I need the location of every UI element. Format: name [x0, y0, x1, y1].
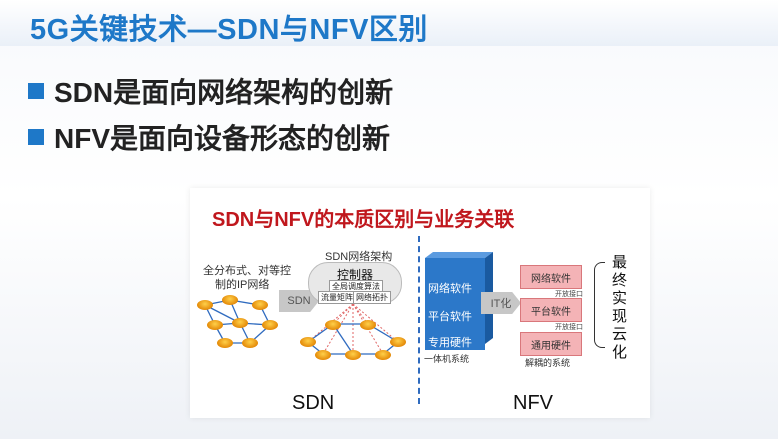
nfv-caption: NFV	[513, 392, 553, 414]
switch-node	[325, 320, 341, 330]
it-transform-arrow: IT化	[481, 292, 521, 314]
decoupled-caption: 解耦的系统	[525, 358, 571, 368]
router-node	[217, 338, 233, 348]
traffic-matrix-chip: 流量矩阵	[318, 291, 356, 304]
sdn-architecture-label: SDN网络架构	[325, 251, 393, 263]
section-divider	[418, 236, 420, 404]
router-node	[242, 338, 258, 348]
title-bar: 5G关键技术—SDN与NFV区别	[0, 0, 778, 46]
switch-node	[360, 320, 376, 330]
router-node	[207, 320, 223, 330]
router-node	[222, 295, 238, 305]
decoupled-platform-software: 平台软件	[520, 298, 582, 322]
open-interface-2: 开放接口	[555, 324, 583, 331]
switch-node	[390, 337, 406, 347]
router-node	[232, 318, 248, 328]
switch-node	[345, 350, 361, 360]
sdn-caption: SDN	[292, 392, 335, 414]
distributed-label-2: 制的IP网络	[215, 279, 270, 291]
appliance-top	[425, 252, 493, 258]
cloudification-text: 最终实现云化	[612, 254, 628, 361]
router-node	[197, 300, 213, 310]
appliance-network-software: 网络软件	[428, 283, 472, 295]
decoupled-generic-hardware: 通用硬件	[520, 332, 582, 356]
bullet-square-icon	[28, 129, 44, 145]
appliance-caption: 一体机系统	[424, 354, 470, 364]
distributed-label-1: 全分布式、对等控	[203, 265, 291, 277]
bullet-text-1: SDN是面向网络架构的创新	[54, 77, 394, 108]
slide-title: 5G关键技术—SDN与NFV区别	[30, 14, 428, 46]
cloud-brace	[594, 262, 605, 348]
open-interface-1: 开放接口	[555, 291, 583, 298]
appliance-dedicated-hardware: 专用硬件	[428, 337, 472, 349]
router-node	[262, 320, 278, 330]
decoupled-network-software: 网络软件	[520, 265, 582, 289]
bullet-1: SDN是面向网络架构的创新	[28, 71, 393, 111]
switch-node	[315, 350, 331, 360]
bullet-text-2: NFV是面向设备形态的创新	[54, 123, 391, 154]
appliance-platform-software: 平台软件	[428, 311, 472, 323]
integrated-appliance	[425, 258, 485, 350]
router-node	[252, 300, 268, 310]
sdn-transform-arrow: SDN	[279, 290, 319, 312]
switch-node	[300, 337, 316, 347]
bullet-square-icon	[28, 83, 44, 99]
topology-chip: 网络拓扑	[353, 291, 391, 304]
bullet-2: NFV是面向设备形态的创新	[28, 117, 390, 157]
switch-node	[375, 350, 391, 360]
figure-title: SDN与NFV的本质区别与业务关联	[212, 209, 515, 231]
controller-label: 控制器	[337, 268, 374, 282]
